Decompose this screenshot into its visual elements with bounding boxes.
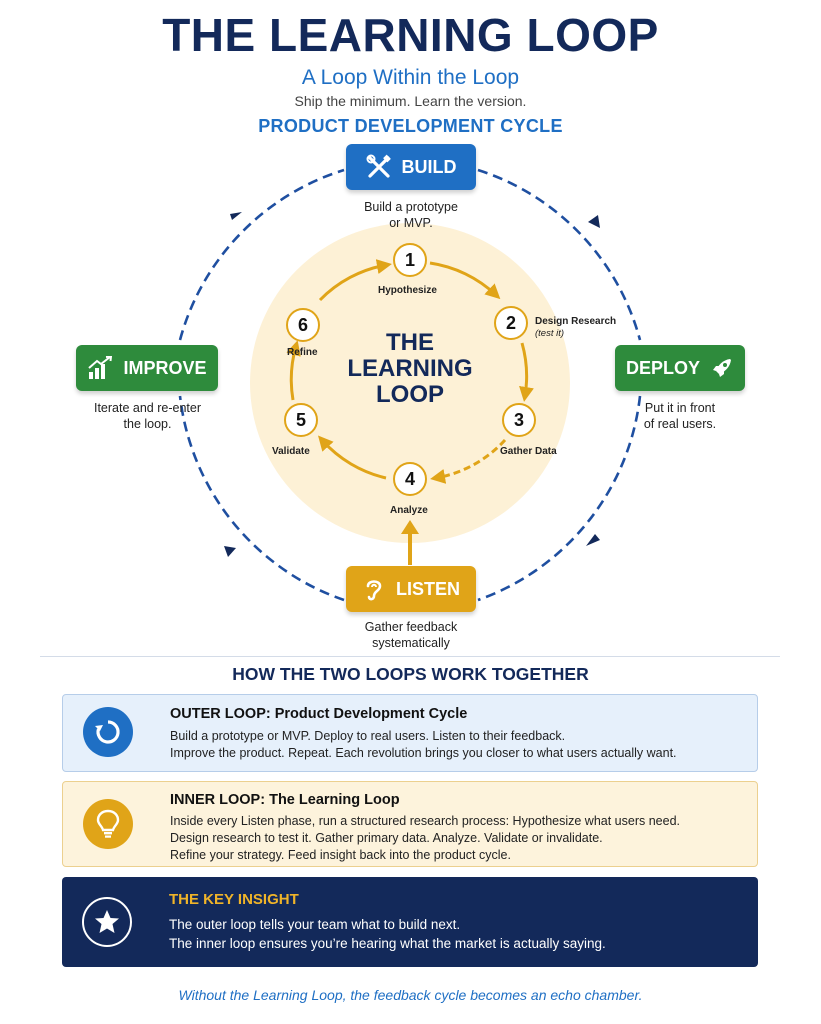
step-6-circle[interactable]: 6: [286, 308, 320, 342]
rocket-icon: [713, 359, 731, 377]
arrowhead-1: [588, 215, 600, 228]
footer-note: Without the Learning Loop, the feedback …: [178, 987, 643, 1003]
key-card-body: The outer loop tells your team what to b…: [169, 917, 606, 951]
deploy-label: DEPLOY: [625, 357, 700, 378]
inner-loop-title: THE LEARNING LOOP: [347, 329, 473, 408]
inner-arc-5-6: [286, 340, 301, 401]
tools-icon: [366, 154, 391, 178]
outer-arrowheads: [224, 212, 600, 557]
step-3-circle[interactable]: 3: [502, 403, 536, 437]
deploy-desc: Put it in front of real users.: [643, 401, 717, 431]
inner-card-body: Inside every Listen phase, run a structu…: [170, 814, 680, 862]
step-1-label: Hypothesize: [378, 285, 437, 296]
inner-card-title: INNER LOOP: The Learning Loop: [170, 792, 400, 808]
improve-label: IMPROVE: [123, 357, 207, 378]
step-5-circle[interactable]: 5: [284, 403, 318, 437]
inner-loop-ring: [286, 259, 534, 484]
step-4-circle[interactable]: 4: [393, 462, 427, 496]
inner-arc-6-1: [318, 259, 392, 302]
section-title: PRODUCT DEVELOPMENT CYCLE: [258, 116, 563, 136]
outer-arrow-improve-build: [178, 168, 345, 341]
arrowhead-4: [230, 212, 242, 220]
build-desc: Build a prototype or MVP.: [364, 200, 458, 230]
step-5-label: Validate: [272, 446, 310, 457]
tagline: Ship the minimum. Learn the version.: [294, 93, 527, 109]
star-icon: [82, 897, 132, 947]
step-1-circle[interactable]: 1: [393, 243, 427, 277]
inner-arc-2-3: [519, 342, 534, 402]
inner-loop-disc: [250, 223, 570, 543]
inner-arc-4-5: [318, 435, 387, 480]
deploy-box[interactable]: DEPLOY: [615, 345, 745, 391]
build-box[interactable]: BUILD: [346, 144, 476, 190]
outer-arrow-build-deploy: [477, 168, 642, 341]
lightbulb-icon: [83, 799, 133, 849]
ear-icon: [366, 580, 382, 601]
improve-box[interactable]: IMPROVE: [76, 345, 218, 391]
arrowhead-3: [224, 546, 236, 557]
step-4-label: Analyze: [390, 505, 428, 516]
outer-card-title: OUTER LOOP: Product Development Cycle: [170, 706, 468, 722]
outer-arrow-listen-improve: [178, 395, 345, 602]
step-3-label: Gather Data: [500, 446, 557, 457]
arrowhead-2: [586, 534, 600, 546]
key-insight-card: THE KEY INSIGHT The outer loop tells you…: [62, 877, 758, 967]
how-title: HOW THE TWO LOOPS WORK TOGETHER: [232, 664, 589, 684]
chart-up-icon: [88, 356, 113, 379]
inner-arc-1-2: [429, 261, 501, 300]
listen-desc: Gather feedback systematically: [364, 620, 458, 650]
loop-diagram: [178, 168, 642, 602]
step-6-label: Refine: [287, 347, 318, 358]
key-card-title: THE KEY INSIGHT: [169, 891, 299, 908]
listen-arrowhead: [401, 520, 419, 534]
outer-card-body: Build a prototype or MVP. Deploy to real…: [170, 729, 677, 760]
build-label: BUILD: [401, 156, 457, 177]
listen-label: LISTEN: [395, 578, 460, 599]
improve-desc: Iterate and re-enter the loop.: [93, 401, 201, 431]
inner-loop-card: INNER LOOP: The Learning Loop Inside eve…: [62, 781, 758, 867]
cycle-icon: [83, 707, 133, 757]
step-2-label: Design Research (test it): [535, 316, 617, 339]
listen-box[interactable]: LISTEN: [346, 566, 476, 612]
section-divider: [40, 656, 780, 657]
outer-loop-card: OUTER LOOP: Product Development Cycle Bu…: [62, 694, 758, 772]
step-2-circle[interactable]: 2: [494, 306, 528, 340]
outer-loop-ring: [178, 168, 642, 602]
outer-arrow-deploy-listen: [477, 395, 642, 602]
inner-arc-3-4: [430, 438, 507, 484]
main-title: THE LEARNING LOOP: [162, 9, 659, 61]
subtitle: A Loop Within the Loop: [301, 66, 520, 89]
